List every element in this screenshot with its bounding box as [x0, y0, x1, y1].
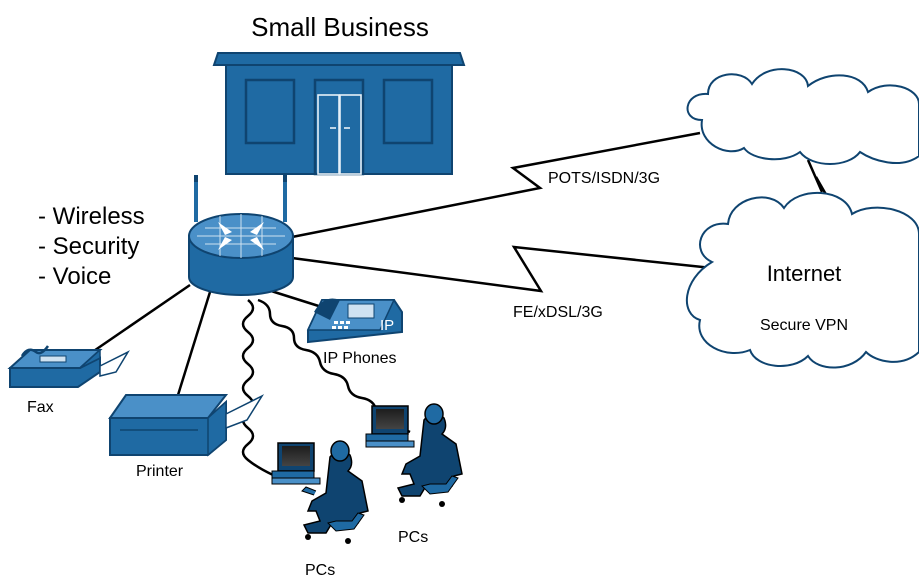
connections [84, 131, 834, 477]
label-ip-phones: IP Phones [323, 350, 397, 367]
feature-wireless: - Wireless [38, 203, 145, 230]
link-router-phone [267, 288, 326, 310]
wan-link-upper [291, 131, 701, 239]
small-business-building [212, 52, 466, 176]
wan-link-lower [291, 245, 713, 293]
cloud-top [686, 68, 919, 165]
label-fax: Fax [27, 399, 54, 416]
link-router-fax [84, 283, 191, 359]
phone-badge-ip: IP [380, 317, 394, 334]
cloud-to-cloud-link [806, 159, 834, 206]
fax-icon [7, 345, 130, 388]
vpn-label: Secure VPN [760, 317, 848, 334]
printer-icon [108, 394, 265, 457]
page-title: Small Business [251, 12, 429, 42]
router-icon [188, 175, 294, 296]
cable-to-pc-left [241, 299, 274, 477]
pc-user-left-icon [271, 440, 369, 544]
link-label-upper: POTS/ISDN/3G [548, 170, 660, 187]
label-printer: Printer [136, 463, 184, 480]
feature-security: - Security [38, 233, 139, 260]
pc-user-right-icon [365, 403, 463, 507]
label-pcs-right: PCs [398, 529, 428, 546]
label-pcs-left: PCs [305, 562, 335, 578]
feature-voice: - Voice [38, 263, 111, 290]
cloud-internet [685, 191, 919, 369]
link-router-printer [176, 291, 212, 396]
link-label-lower: FE/xDSL/3G [513, 304, 603, 321]
ip-phone-icon [306, 298, 403, 344]
internet-label: Internet [767, 261, 842, 286]
